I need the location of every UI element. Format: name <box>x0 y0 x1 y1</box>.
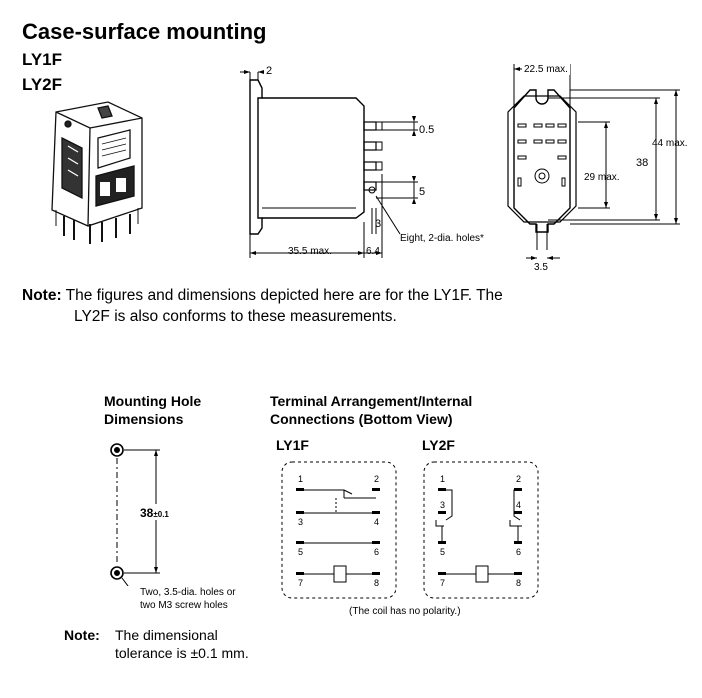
dim-mount-pitch-label: 38 <box>636 157 649 169</box>
ly2f-pin-8: 8 <box>516 578 522 588</box>
ly2f-pin-4: 4 <box>516 500 522 510</box>
note-1-line2: LY2F is also conforms to these measureme… <box>74 308 397 325</box>
holes-note-label: Eight, 2-dia. holes* <box>400 233 484 244</box>
mounting-hole-title-1: Mounting Hole <box>104 393 202 409</box>
ly2f-pin-5: 5 <box>440 547 446 557</box>
dim-pin-pitch-label: 5 <box>419 186 426 198</box>
page-title: Case-surface mounting <box>22 19 267 44</box>
mount-dim-value: 38 <box>140 506 154 520</box>
ly1f-pin-1: 1 <box>298 474 304 484</box>
ly1f-pin-5: 5 <box>298 547 304 557</box>
model-ly1f-label: LY1F <box>22 50 63 69</box>
dim-length-label: 35.5 max. <box>288 246 332 257</box>
dim-slot-label: 3.5 <box>534 262 548 273</box>
model-ly2f-label: LY2F <box>22 75 63 94</box>
terminal-title-2: Connections (Bottom View) <box>270 411 453 427</box>
ly2f-terminal-diagram <box>423 461 539 599</box>
mounting-hole-title-2: Dimensions <box>104 411 184 427</box>
mount-dim-label: 38±0.1 <box>140 506 169 520</box>
note-1-line1: The figures and dimensions depicted here… <box>65 287 503 304</box>
note-2-line1: The dimensional <box>115 627 218 643</box>
terminal-title-1: Terminal Arrangement/Internal <box>270 393 473 409</box>
note-2-label: Note: <box>64 627 100 643</box>
hole-note-line2: two M3 screw holes <box>140 600 228 611</box>
ly1f-pin-3: 3 <box>298 517 304 527</box>
front-view-drawing <box>507 64 680 260</box>
ly1f-pin-6: 6 <box>374 547 380 557</box>
ly1f-terminal-diagram <box>281 461 397 599</box>
ly1f-pin-8: 8 <box>374 578 380 588</box>
dim-pin-thickness-label: 0.5 <box>419 124 435 136</box>
ly1f-diagram-label: LY1F <box>276 437 309 453</box>
side-view-drawing <box>240 70 418 258</box>
dim-height-label: 44 max. <box>652 138 688 149</box>
ly1f-pin-4: 4 <box>374 517 380 527</box>
ly2f-pin-1: 1 <box>440 474 446 484</box>
dim-top-label: 2 <box>266 65 273 77</box>
relay-illustration <box>51 101 143 244</box>
mount-dim-tolerance: ±0.1 <box>153 510 169 519</box>
dim-body-height-label: 29 max. <box>584 172 620 183</box>
coil-note: (The coil has no polarity.) <box>349 606 461 617</box>
note-1-label: Note: <box>22 287 62 304</box>
ly2f-pin-3: 3 <box>440 500 446 510</box>
ly2f-pin-7: 7 <box>440 578 446 588</box>
hole-note-line1: Two, 3.5-dia. holes or <box>140 587 236 598</box>
ly2f-diagram-label: LY2F <box>422 437 455 453</box>
note-1: Note: The figures and dimensions depicte… <box>22 286 692 306</box>
ly1f-pin-2: 2 <box>374 474 380 484</box>
ly2f-pin-2: 2 <box>516 474 522 484</box>
dim-pin-length-label: 6.4 <box>366 246 380 257</box>
ly1f-pin-7: 7 <box>298 578 304 588</box>
mounting-hole-drawing <box>110 443 160 586</box>
dim-width-label: 22.5 max. <box>522 64 570 75</box>
ly2f-pin-6: 6 <box>516 547 522 557</box>
dim-hole-offset-label: 3 <box>375 218 382 230</box>
note-2-line2: tolerance is ±0.1 mm. <box>115 645 249 661</box>
